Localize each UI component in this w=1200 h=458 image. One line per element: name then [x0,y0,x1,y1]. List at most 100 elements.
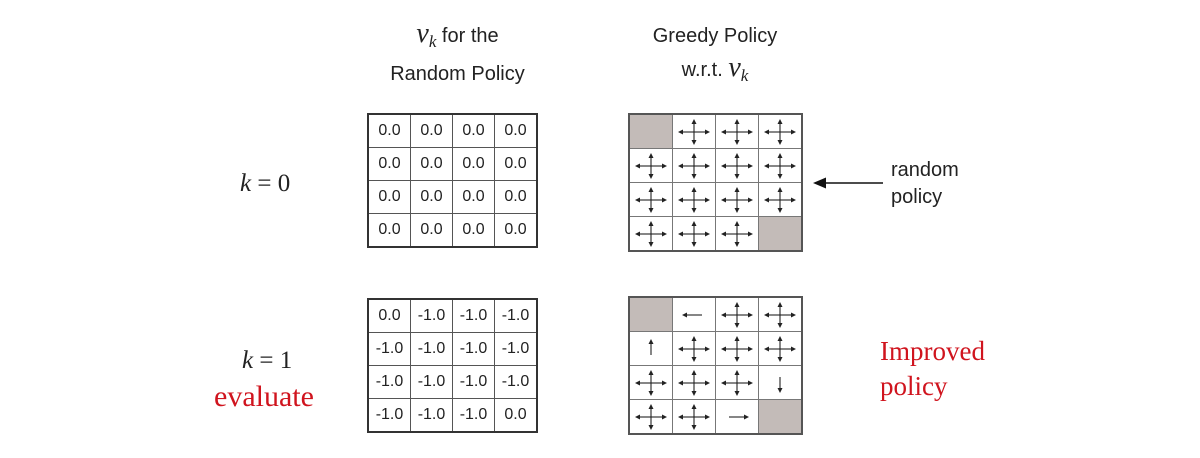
value-cell: -1.0 [367,398,411,433]
value-cell: 0.0 [410,113,453,148]
value-cell: 0.0 [494,113,538,148]
policy-table [628,296,803,435]
four-way-arrow-icon [764,186,796,213]
four-way-arrow-icon [764,301,796,328]
value-cell: 0.0 [410,213,453,248]
value-cell: 0.0 [410,180,453,214]
four-way-arrow-icon [764,118,796,145]
annotation-line1: random [891,159,959,181]
policy-cell-all [628,365,673,400]
terminal-cell [758,399,803,435]
value-cell: 0.0 [494,213,538,248]
policy-cell-all [715,182,759,217]
policy-cell-all [758,331,803,366]
four-way-arrow-icon [678,186,710,213]
four-way-arrow-icon [721,118,753,145]
evaluate-label: evaluate [214,380,314,413]
value-cell: 0.0 [452,147,495,181]
policy-cell-all [628,148,673,183]
value-cell: -1.0 [367,332,411,366]
policy-cell-all [672,331,716,366]
annotation-line2: policy [891,186,943,208]
value-cell: 0.0 [367,180,411,214]
policy-cell-all [672,148,716,183]
four-way-arrow-icon [678,369,710,396]
policy-cell-all [672,182,716,217]
four-way-arrow-icon [721,152,753,179]
value-cell: -1.0 [410,398,453,433]
policy-cell-down [758,365,803,400]
value-cell: 0.0 [452,180,495,214]
policy-cell-all [715,113,759,149]
policy-cell-all [715,148,759,183]
policy-column-header: Greedy Policy w.r.t. vk [610,20,820,92]
value-table: 0.0-1.0-1.0-1.0-1.0-1.0-1.0-1.0-1.0-1.0-… [367,298,538,433]
policy-cell-all [758,113,803,149]
annotation-line1: Improved [880,336,985,366]
value-cell: -1.0 [410,332,453,366]
four-way-arrow-icon [678,335,710,362]
policy-cell-all [715,331,759,366]
policy-cell-all [672,365,716,400]
arrow-left-icon [682,312,702,317]
four-way-arrow-icon [721,369,753,396]
policy-cell-all [672,216,716,252]
four-way-arrow-icon [635,369,667,396]
value-cell: 0.0 [367,113,411,148]
four-way-arrow-icon [678,220,710,247]
four-way-arrow-icon [721,335,753,362]
value-cell: -1.0 [410,365,453,399]
values-header-line2: Random Policy [390,63,525,85]
value-cell: 0.0 [367,213,411,248]
value-cell: 0.0 [452,213,495,248]
value-cell: 0.0 [494,180,538,214]
policy-cell-all [672,113,716,149]
values-column-header: vk for the Random Policy [355,18,560,90]
arrow-down-icon [777,376,783,393]
policy-cell-right [715,399,759,435]
annotation-line2: policy [880,371,948,401]
policy-cell-all [715,365,759,400]
four-way-arrow-icon [635,186,667,213]
k-label-row-1: k = 1 [242,347,293,374]
value-cell: 0.0 [494,398,538,433]
policy-cell-all [628,182,673,217]
value-cell: -1.0 [452,398,495,433]
policy-cell-all [715,216,759,252]
four-way-arrow-icon [721,301,753,328]
terminal-cell [628,296,673,332]
value-cell: 0.0 [452,113,495,148]
four-way-arrow-icon [635,403,667,430]
four-way-arrow-icon [678,152,710,179]
policy-grid-k1 [628,296,803,435]
policy-cell-all [758,296,803,332]
policy-header-line1: Greedy Policy [652,25,778,47]
policy-cell-all [672,399,716,435]
arrow-right-icon [729,414,749,419]
four-way-arrow-icon [635,220,667,247]
four-way-arrow-icon [764,152,796,179]
value-cell: -1.0 [452,365,495,399]
four-way-arrow-icon [678,403,710,430]
four-way-arrow-icon [678,118,710,145]
terminal-cell [758,216,803,252]
value-cell: -1.0 [367,365,411,399]
vk-symbol: vk [728,52,749,85]
value-cell: 0.0 [367,298,411,333]
terminal-cell [628,113,673,149]
value-cell: -1.0 [452,332,495,366]
policy-cell-all [628,399,673,435]
arrow-up-icon [648,338,654,355]
value-cell: 0.0 [410,147,453,181]
four-way-arrow-icon [721,186,753,213]
value-grid-k1: 0.0-1.0-1.0-1.0-1.0-1.0-1.0-1.0-1.0-1.0-… [367,298,538,433]
value-cell: -1.0 [494,298,538,333]
k-label-row-0: k = 0 [240,170,291,197]
value-cell: -1.0 [494,332,538,366]
value-cell: 0.0 [367,147,411,181]
policy-cell-left [672,296,716,332]
four-way-arrow-icon [635,152,667,179]
policy-cell-all [758,182,803,217]
